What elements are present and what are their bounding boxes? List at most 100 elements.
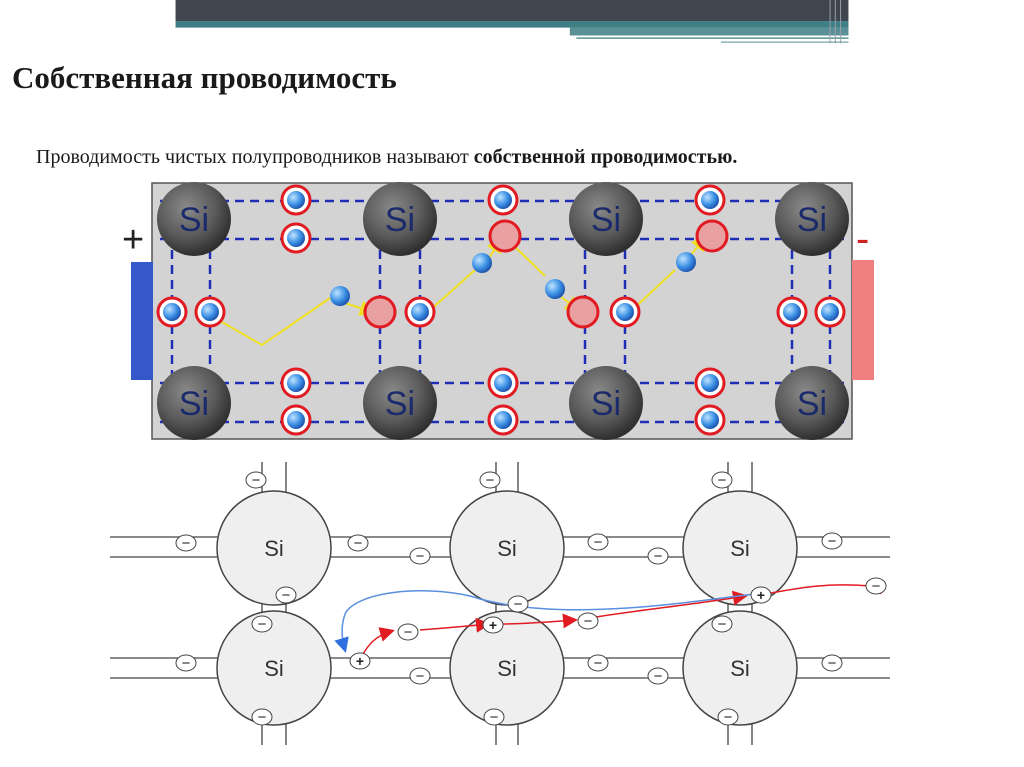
- svg-text:Si: Si: [264, 656, 284, 681]
- svg-text:Si: Si: [264, 536, 284, 561]
- si-atom: Si: [569, 182, 643, 256]
- si-atom-schematic: Si: [449, 610, 565, 726]
- svg-text:−: −: [404, 624, 413, 641]
- svg-text:−: −: [282, 587, 291, 604]
- free-electron: [472, 253, 492, 273]
- free-electron: [330, 286, 350, 306]
- electron: −: [711, 615, 733, 633]
- svg-text:−: −: [514, 596, 523, 613]
- electron: [487, 367, 519, 399]
- svg-text:−: −: [654, 548, 663, 565]
- electron: [156, 296, 188, 328]
- electron-flow-arrow: [361, 627, 395, 657]
- electron: −: [507, 595, 529, 613]
- svg-text:Si: Si: [179, 201, 209, 239]
- si-atom: Si: [569, 366, 643, 440]
- svg-text:Si: Si: [797, 385, 827, 423]
- electron: −: [245, 471, 267, 489]
- electron: −: [647, 667, 669, 685]
- si-atom: Si: [363, 366, 437, 440]
- plus-sign: +: [122, 219, 144, 261]
- hole-flow-arrow: [334, 590, 756, 653]
- svg-text:−: −: [258, 709, 267, 726]
- electron: −: [587, 654, 609, 672]
- electron: −: [397, 623, 419, 641]
- electron: [280, 367, 312, 399]
- si-atom-schematic: Si: [682, 610, 798, 726]
- si-atom-schematic: Si: [449, 490, 565, 606]
- electron: −: [717, 708, 739, 726]
- svg-text:Si: Si: [591, 201, 621, 239]
- svg-text:−: −: [584, 613, 593, 630]
- electron-flow-arrow: [499, 613, 578, 629]
- bond-electrons: [156, 184, 846, 436]
- svg-text:Si: Si: [730, 656, 750, 681]
- svg-text:−: −: [354, 535, 363, 552]
- electron: [280, 184, 312, 216]
- hole: +: [349, 652, 371, 670]
- electron: −: [175, 534, 197, 552]
- electron: −: [479, 471, 501, 489]
- electron: [487, 404, 519, 436]
- schematic-electrons: − − − − − − − − − − − − − − − − − − − − …: [175, 471, 887, 726]
- svg-text:−: −: [182, 535, 191, 552]
- electron: −: [577, 612, 599, 630]
- electron: [694, 367, 726, 399]
- svg-text:−: −: [654, 668, 663, 685]
- svg-text:Si: Si: [497, 656, 517, 681]
- electron: −: [483, 708, 505, 726]
- svg-text:−: −: [828, 533, 837, 550]
- svg-text:−: −: [718, 616, 727, 633]
- si-atom: Si: [775, 182, 849, 256]
- svg-text:Si: Si: [797, 201, 827, 239]
- minus-sign: -: [856, 217, 869, 261]
- free-electron: [676, 252, 696, 272]
- si-atom-schematic: Si: [216, 490, 332, 606]
- electron: [694, 184, 726, 216]
- electron: [694, 404, 726, 436]
- svg-text:+: +: [489, 617, 497, 633]
- svg-text:Si: Si: [591, 385, 621, 423]
- electron: −: [821, 654, 843, 672]
- hole: +: [750, 586, 772, 604]
- si-atoms-top: Si Si Si Si Si Si Si Si: [157, 182, 849, 440]
- svg-text:+: +: [757, 587, 765, 603]
- electron: [404, 296, 436, 328]
- header-bar: [175, 0, 849, 44]
- subtitle-emphasis: собственной проводимостью.: [473, 146, 738, 168]
- hole: [488, 219, 522, 253]
- svg-text:−: −: [718, 472, 727, 489]
- svg-text:−: −: [594, 655, 603, 672]
- page-subtitle: Проводимость чистых полупроводников назы…: [36, 146, 737, 169]
- electron: [194, 296, 226, 328]
- si-atom: Si: [157, 366, 231, 440]
- svg-text:Si: Si: [179, 385, 209, 423]
- si-atom: Si: [775, 366, 849, 440]
- electron: [776, 296, 808, 328]
- svg-text:−: −: [252, 472, 261, 489]
- page-title: Собственная проводимость: [12, 60, 397, 95]
- free-electrons: [330, 252, 696, 306]
- hole: [363, 295, 397, 329]
- svg-text:−: −: [486, 472, 495, 489]
- svg-text:−: −: [416, 668, 425, 685]
- electron: −: [251, 615, 273, 633]
- electron: [487, 184, 519, 216]
- si-atom: Si: [157, 182, 231, 256]
- svg-text:−: −: [182, 655, 191, 672]
- electron: −: [409, 547, 431, 565]
- positive-electrode: [131, 262, 153, 380]
- free-electron: [545, 279, 565, 299]
- schematic-lattice: Si Si Si Si Si Si: [110, 462, 890, 745]
- si-atom-schematic: Si: [682, 490, 798, 606]
- negative-electrode: [852, 260, 874, 380]
- svg-text:−: −: [828, 655, 837, 672]
- svg-text:Si: Si: [730, 536, 750, 561]
- svg-text:Si: Si: [497, 536, 517, 561]
- svg-text:−: −: [416, 548, 425, 565]
- electron: −: [409, 667, 431, 685]
- electron: −: [251, 708, 273, 726]
- electron: −: [711, 471, 733, 489]
- svg-text:−: −: [594, 534, 603, 551]
- svg-text:+: +: [356, 653, 364, 669]
